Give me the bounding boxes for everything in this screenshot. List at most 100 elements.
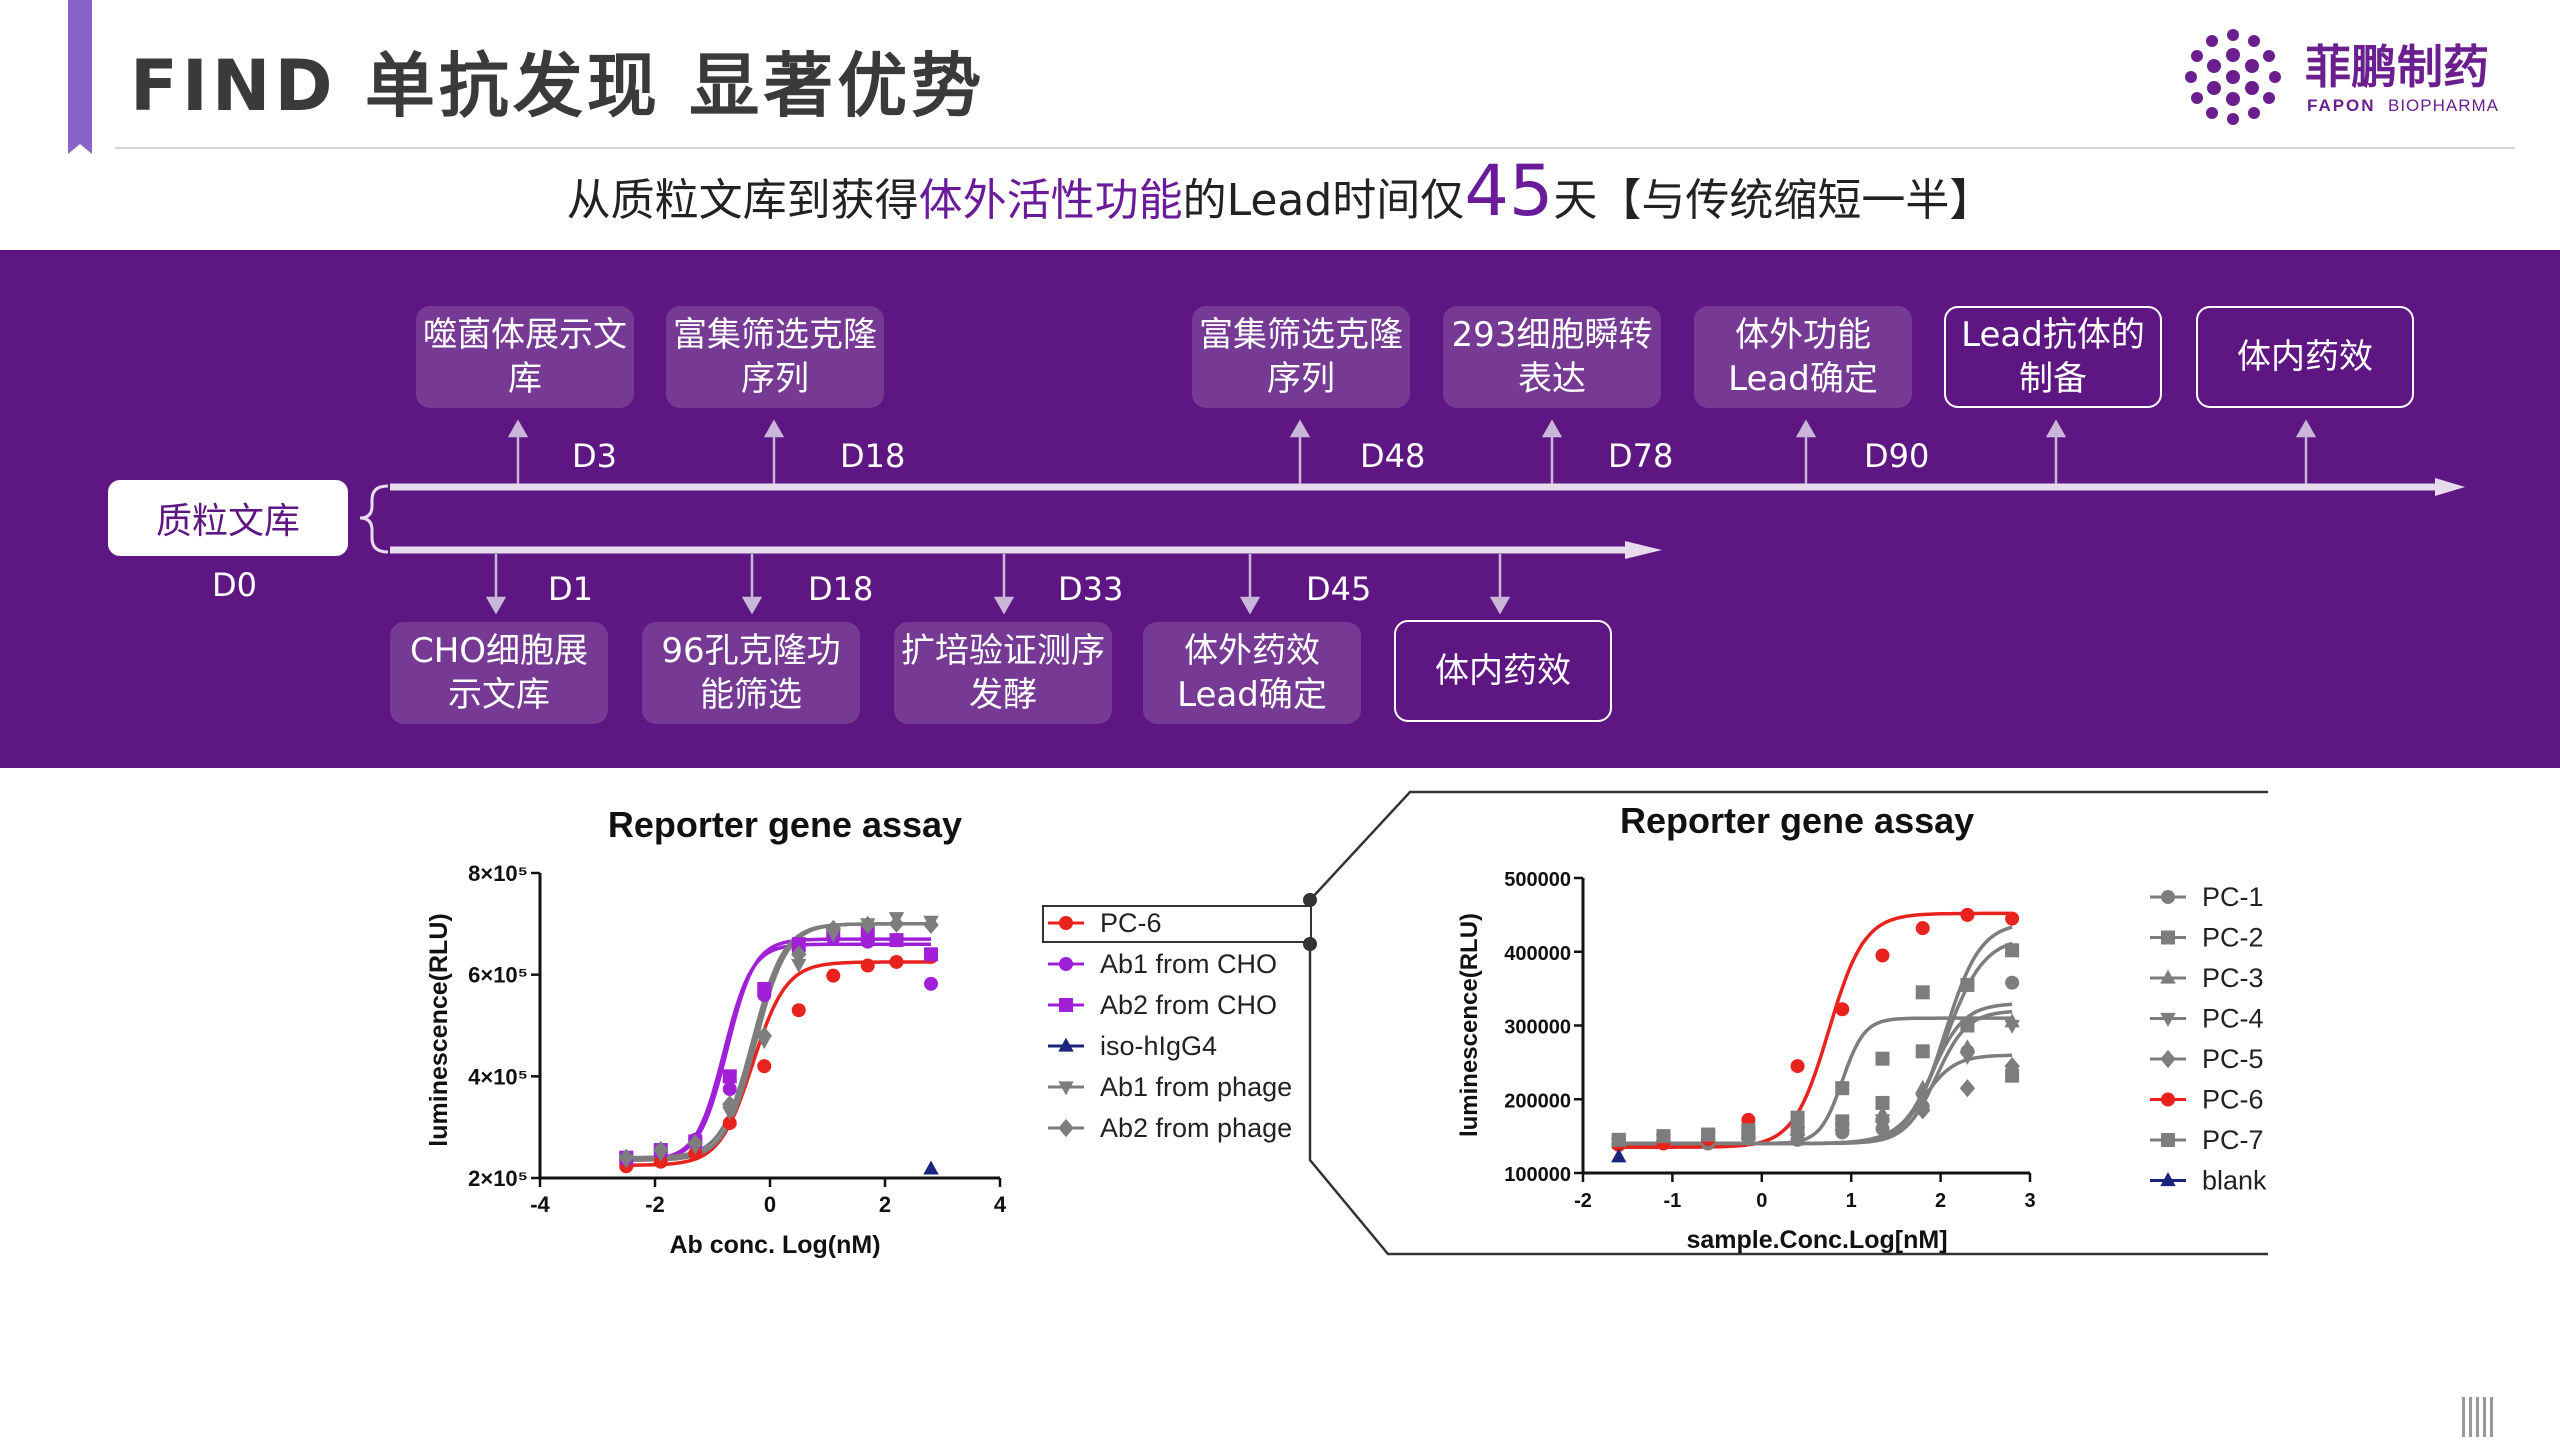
callout-top-line	[1309, 790, 2268, 901]
chart2-xlabel: sample.Conc.Log[nM]	[1686, 1226, 1947, 1254]
legend-marker	[1058, 1118, 1074, 1138]
x-tick-label: 2	[879, 1192, 891, 1217]
legend-marker	[2161, 1092, 2175, 1107]
chart1-points	[618, 912, 939, 1175]
x-tick-label: 0	[764, 1192, 776, 1217]
data-point	[1701, 1127, 1716, 1142]
data-point	[825, 919, 841, 939]
phage-day-label: D3	[572, 437, 617, 475]
cho-step-96well-screen: 96孔克隆功能筛选	[642, 622, 860, 724]
data-point	[2004, 1019, 2020, 1034]
x-tick-label: 0	[1756, 1190, 1767, 1212]
data-point	[860, 915, 876, 934]
legend-marker	[2160, 1172, 2176, 1187]
data-point	[791, 937, 806, 952]
phage-day-label: D18	[840, 437, 906, 475]
flower-logo-icon: 菲鹏制药 FAPON BIOPHARMA	[2185, 29, 2499, 125]
data-point	[888, 914, 905, 933]
x-tick-label: 2	[1935, 1190, 1946, 1212]
data-point	[2005, 943, 2020, 958]
data-point	[1835, 1002, 1850, 1017]
x-tick-label: 1	[1846, 1190, 1857, 1212]
y-tick-label: 200000	[1504, 1090, 1571, 1112]
subtitle-part-1: 从质粒文库到获得	[566, 175, 919, 226]
data-point	[1915, 1044, 1930, 1059]
down-arrow-icon	[485, 596, 507, 615]
title-accent-tip	[68, 144, 92, 154]
legend-label: PC-6	[2202, 1085, 2264, 1115]
logo-en-text-1: FAPON	[2307, 96, 2376, 115]
plasmid-library-box: 质粒文库	[108, 480, 348, 556]
data-point	[889, 933, 904, 948]
legend-marker	[1059, 916, 1073, 930]
data-point	[2004, 1056, 2020, 1076]
subtitle: 从质粒文库到获得体外活性功能的Lead时间仅45天【与传统缩短一半】	[0, 150, 2560, 232]
data-point	[1834, 1121, 1850, 1140]
cho-day-label: D45	[1306, 570, 1372, 608]
chart1-title: Reporter gene assay	[607, 804, 963, 845]
timeline-brace	[359, 484, 389, 554]
down-arrow-icon	[741, 596, 763, 615]
header-divider	[115, 147, 2515, 149]
data-point	[1959, 1079, 1976, 1098]
data-point	[1915, 921, 1930, 936]
data-point	[757, 981, 772, 996]
fit-curve	[626, 942, 931, 1162]
legend-marker	[1058, 1037, 1074, 1052]
y-tick-label: 6×10⁵	[468, 963, 528, 988]
data-point	[1915, 985, 1930, 1000]
chart1-ylabel: luminescence(RLU)	[425, 913, 453, 1146]
subtitle-part-3: 天【与传统缩短一半】	[1553, 175, 1994, 226]
legend-label: Ab1 from CHO	[1100, 949, 1277, 979]
data-point	[1835, 1081, 1850, 1096]
subtitle-part-2: 的Lead时间仅	[1182, 175, 1465, 226]
legend-label: Ab2 from CHO	[1100, 990, 1277, 1020]
phage-step-display-library: 噬菌体展示文库	[416, 306, 634, 408]
data-point	[1875, 1051, 1890, 1066]
chart2-ylabel: luminescence(RLU)	[1456, 913, 1483, 1137]
cho-step-in-vivo: 体内药效	[1394, 620, 1612, 722]
up-arrow-icon	[1541, 419, 1563, 438]
cho-step-display-library: CHO细胞展示文库	[390, 622, 608, 724]
data-point	[1959, 1039, 1976, 1054]
phage-step-in-vivo: 体内药效	[2196, 306, 2414, 408]
data-point	[1915, 1079, 1931, 1094]
data-point	[1915, 1101, 1931, 1120]
y-tick-label: 300000	[1504, 1017, 1571, 1039]
legend-label: PC-5	[2202, 1044, 2264, 1074]
down-arrow-icon	[993, 596, 1015, 615]
data-point	[722, 1082, 737, 1097]
x-tick-label: 3	[2024, 1190, 2035, 1212]
title-accent-bar	[68, 0, 92, 144]
y-tick-label: 4×10⁵	[468, 1064, 528, 1089]
legend-marker	[2161, 890, 2175, 904]
data-point	[2005, 1068, 2020, 1083]
chart2-fit-curves	[1618, 911, 2013, 1149]
legend-marker	[2161, 1133, 2175, 1147]
data-point	[1960, 977, 1975, 992]
data-point	[1874, 1112, 1891, 1131]
cho-step-lead-confirm: 体外药效Lead确定	[1143, 622, 1361, 724]
logo-cn-text: 菲鹏制药	[2305, 41, 2489, 93]
legend-label: PC-3	[2202, 963, 2264, 993]
cho-step-expansion: 扩培验证测序发酵	[894, 622, 1112, 724]
legend-marker	[2160, 969, 2176, 984]
cho-timeline-arrowhead	[1625, 541, 1662, 559]
data-point	[1656, 1129, 1671, 1144]
data-point	[791, 958, 807, 973]
legend-label: PC-1	[2202, 882, 2264, 912]
data-point	[1790, 1110, 1805, 1125]
phage-step-enrichment: 富集筛选克隆序列	[666, 306, 884, 408]
logo-en-text-2: BIOPHARMA	[2388, 96, 2499, 115]
y-tick-label: 500000	[1504, 869, 1571, 891]
phage-day-label: D48	[1360, 437, 1426, 475]
data-point	[791, 945, 807, 964]
legend-marker	[2161, 930, 2175, 945]
data-point	[618, 1148, 634, 1167]
